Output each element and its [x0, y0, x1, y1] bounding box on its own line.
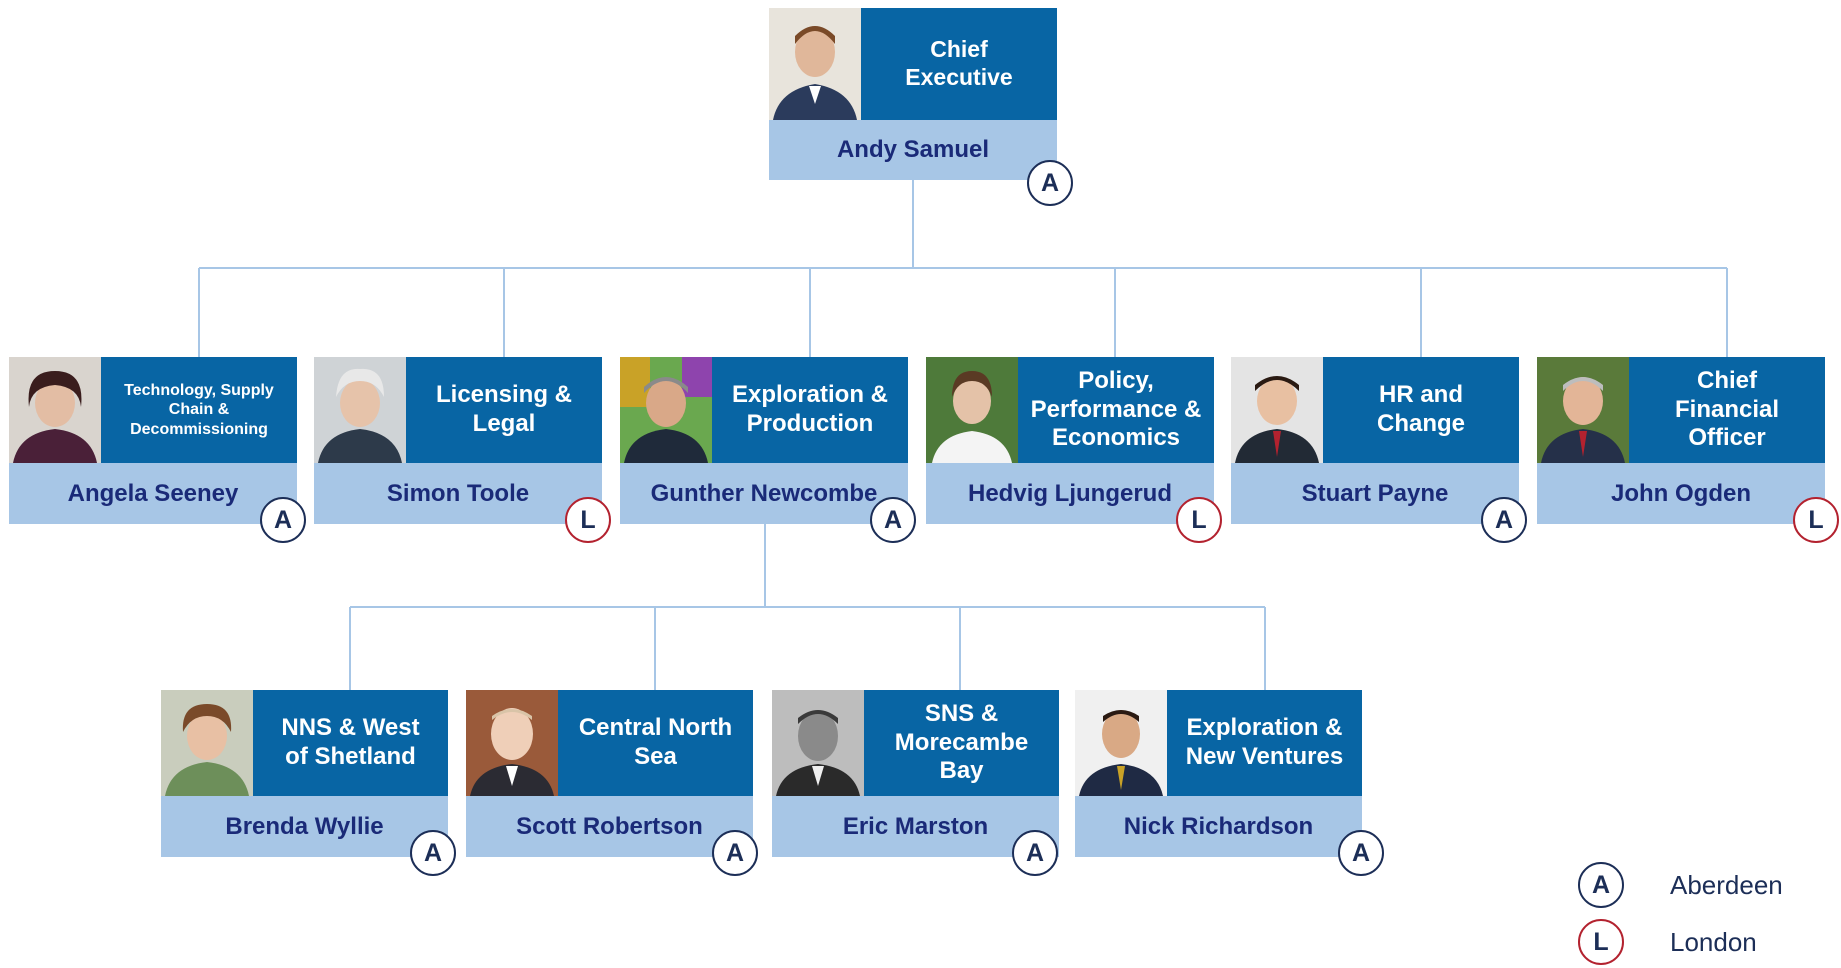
portrait-photo — [1231, 357, 1323, 463]
role-title: NNS & West of Shetland — [253, 690, 448, 796]
person-name: Simon Toole — [314, 463, 602, 524]
aberdeen-badge: A — [410, 830, 456, 876]
aberdeen-badge: A — [260, 497, 306, 543]
person-name: Angela Seeney — [9, 463, 297, 524]
portrait-photo — [1075, 690, 1167, 796]
legend-london-badge: L — [1578, 919, 1624, 965]
role-title: Chief Executive — [861, 8, 1057, 120]
person-name: Hedvig Ljungerud — [926, 463, 1214, 524]
portrait-photo — [314, 357, 406, 463]
aberdeen-badge: A — [1481, 497, 1527, 543]
portrait-photo — [926, 357, 1018, 463]
person-name: Stuart Payne — [1231, 463, 1519, 524]
role-title: Licensing & Legal — [406, 357, 602, 463]
aberdeen-badge: A — [712, 830, 758, 876]
portrait-photo — [466, 690, 558, 796]
portrait-photo — [620, 357, 712, 463]
person-name: Gunther Newcombe — [620, 463, 908, 524]
portrait-photo — [769, 8, 861, 120]
london-badge: L — [1793, 497, 1839, 543]
person-name: John Ogden — [1537, 463, 1825, 524]
person-name: Andy Samuel — [769, 120, 1057, 180]
role-title: Exploration & Production — [712, 357, 908, 463]
portrait-photo — [1537, 357, 1629, 463]
person-name: Eric Marston — [772, 796, 1059, 857]
role-title: Policy, Performance & Economics — [1018, 357, 1214, 463]
role-title: HR and Change — [1323, 357, 1519, 463]
aberdeen-badge: A — [1027, 160, 1073, 206]
london-badge: L — [565, 497, 611, 543]
aberdeen-badge: A — [1338, 830, 1384, 876]
role-title: Chief Financial Officer — [1629, 357, 1825, 463]
portrait-photo — [9, 357, 101, 463]
legend-aberdeen-badge: A — [1578, 862, 1624, 908]
legend-london-label: London — [1670, 927, 1757, 957]
person-name: Brenda Wyllie — [161, 796, 448, 857]
person-name: Nick Richardson — [1075, 796, 1362, 857]
london-badge: L — [1176, 497, 1222, 543]
aberdeen-badge: A — [870, 497, 916, 543]
role-title: Exploration & New Ventures — [1167, 690, 1362, 796]
aberdeen-badge: A — [1012, 830, 1058, 876]
role-title: Central North Sea — [558, 690, 753, 796]
role-title: SNS & Morecambe Bay — [864, 690, 1059, 796]
role-title: Technology, Supply Chain & Decommissioni… — [101, 357, 297, 463]
legend-aberdeen-label: Aberdeen — [1670, 870, 1783, 900]
portrait-photo — [161, 690, 253, 796]
person-name: Scott Robertson — [466, 796, 753, 857]
portrait-photo — [772, 690, 864, 796]
